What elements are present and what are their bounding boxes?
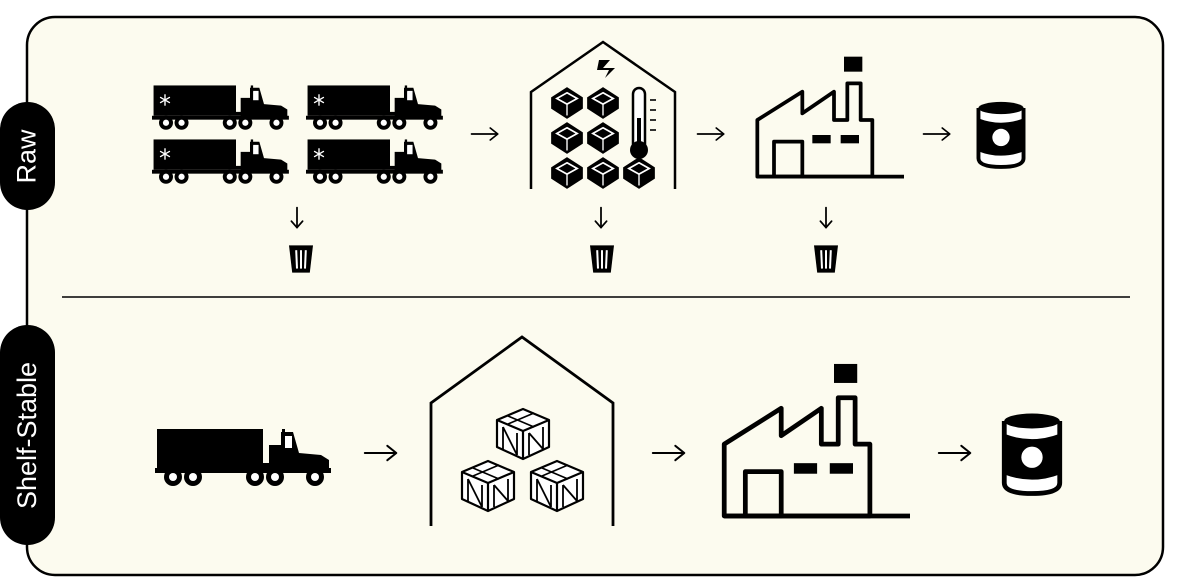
can-icon	[978, 102, 1023, 167]
crate-icon	[460, 459, 516, 513]
crate-icon	[495, 407, 551, 461]
cold-storage-warehouse-icon	[529, 40, 677, 190]
can-icon	[1004, 414, 1059, 494]
warehouse-icon	[429, 335, 615, 526]
lightning-icon	[597, 60, 615, 78]
waste-bin-icon	[589, 244, 615, 274]
thermometer-icon	[630, 86, 656, 159]
row-label-raw-text: Raw	[11, 128, 42, 184]
row-label-shelf-stable-text: Shelf-Stable	[12, 361, 42, 509]
waste-bin-icon	[288, 244, 314, 274]
waste-bin-icon	[813, 244, 839, 274]
crate-icon	[529, 459, 585, 513]
row-label-raw: Raw	[0, 102, 55, 210]
row-label-shelf-stable: Shelf-Stable	[0, 325, 55, 545]
